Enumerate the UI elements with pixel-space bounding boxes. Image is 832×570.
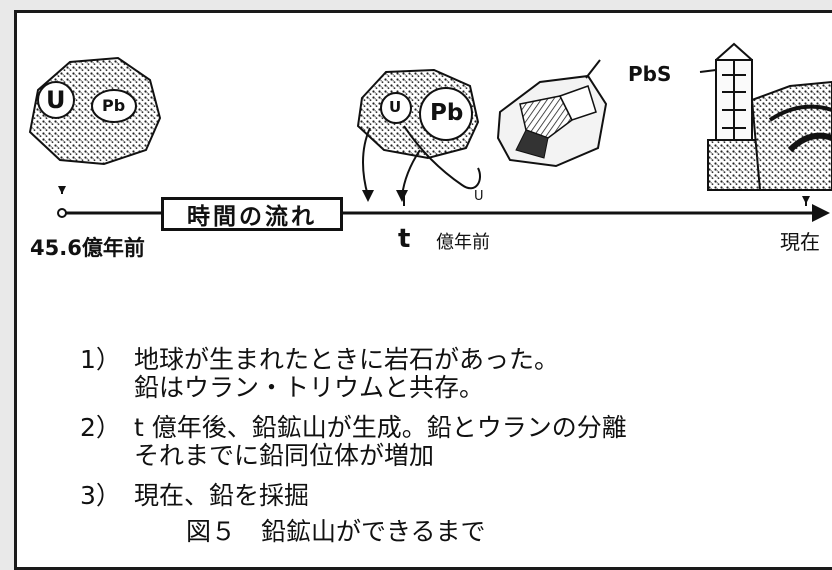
note-1-line-2: 鉛はウラン・トリウムと共存。: [134, 373, 485, 402]
note-3: 3） 現在、鉛を採掘: [80, 482, 309, 510]
note-2: 2） t 億年後、鉛鉱山が生成。鉛とウランの分離 それまでに鉛同位体が増加: [80, 414, 627, 470]
start-time-label: 45.6億年前: [30, 236, 145, 260]
note-1-line-1: 地球が生まれたときに岩石があった。: [134, 345, 560, 374]
t-symbol-label: t: [398, 224, 411, 254]
lead-circle-left: [91, 89, 137, 123]
time-axis-arrow: [812, 204, 830, 222]
mine-structure: [699, 42, 832, 191]
galena-label: PbS: [628, 62, 672, 86]
lead-circle-mid: [419, 87, 473, 141]
flow-of-time-box: 時間の流れ: [161, 197, 343, 231]
figure-caption: 図５ 鉛鉱山ができるまで: [186, 517, 486, 546]
note-2-line-1: t 億年後、鉛鉱山が生成。鉛とウランの分離: [134, 413, 627, 442]
note-3-number: 3）: [80, 481, 121, 510]
t-unit-label: 億年前: [436, 232, 490, 253]
flow-of-time-label: 時間の流れ: [187, 204, 317, 230]
uranium-circle-left: [37, 81, 75, 119]
note-2-number: 2）: [80, 413, 121, 442]
present-label: 現在: [780, 230, 820, 254]
note-3-line-1: 現在、鉛を採掘: [134, 481, 310, 510]
note-2-line-2: それまでに鉛同位体が増加: [134, 441, 435, 470]
uranium-label-mid: U: [389, 98, 402, 116]
lead-label-left: Pb: [102, 96, 126, 115]
lead-label-mid: Pb: [430, 100, 464, 126]
note-1-number: 1）: [80, 345, 121, 374]
uranium-label-left: U: [46, 86, 66, 114]
note-1: 1） 地球が生まれたときに岩石があった。 鉛はウラン・トリウムと共存。: [80, 346, 559, 402]
start-marker: [57, 208, 67, 218]
decay-uranium-label: U: [474, 189, 484, 204]
uranium-circle-mid: [380, 92, 412, 124]
